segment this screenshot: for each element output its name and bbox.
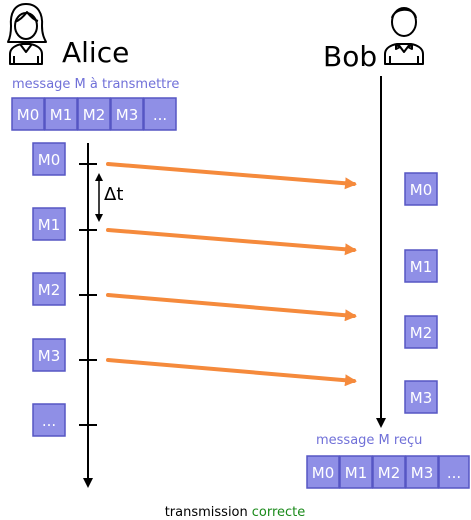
send-block-label: M1: [38, 216, 61, 234]
bob-icon: [384, 7, 424, 65]
received-block: [438, 455, 470, 489]
received-block-label: M3: [411, 464, 434, 482]
send-block-label: M2: [38, 281, 61, 299]
received-block: [372, 455, 406, 489]
received-block: [405, 455, 439, 489]
receiver-caption: message M reçu: [316, 433, 422, 448]
sender-ticks: [79, 163, 97, 426]
send-block: [32, 338, 66, 372]
receipt-block-label: M0: [410, 181, 433, 199]
receipt-block: [404, 249, 438, 283]
alice-icon: [7, 3, 47, 65]
sender-block-label: ...: [153, 106, 167, 124]
send-block: [32, 142, 66, 176]
transmission-arrows: [106, 162, 357, 387]
transmission-arrow: [106, 162, 357, 190]
send-block-label: M3: [38, 347, 61, 365]
send-block: [32, 207, 66, 241]
sender-name: Alice: [62, 36, 129, 69]
timeline-send-blocks: M0 M1 M2 M3 ...: [32, 142, 66, 437]
sender-block-label: M0: [17, 106, 40, 124]
sender-block: [110, 97, 144, 131]
sender-block: [77, 97, 111, 131]
received-block: [306, 455, 340, 489]
received-message-row: M0 M1 M2 M3 ...: [306, 455, 470, 489]
sender-block-label: M3: [116, 106, 139, 124]
receipt-block-label: M2: [410, 324, 433, 342]
receipt-block: [404, 380, 438, 414]
sender-block-label: M1: [50, 106, 73, 124]
transmission-arrow: [106, 293, 357, 322]
footer-status: correcte: [252, 505, 306, 520]
receipt-block-label: M3: [410, 389, 433, 407]
received-block-label: M0: [312, 464, 335, 482]
sender-block: [11, 97, 45, 131]
received-block-label: M2: [378, 464, 401, 482]
transmission-arrow: [106, 228, 357, 256]
receiver-name: Bob: [323, 40, 377, 73]
send-block: [32, 272, 66, 306]
interval-label: Δt: [104, 184, 123, 205]
timeline-receipt-blocks: M0 M1 M2 M3: [404, 172, 438, 414]
send-block: [32, 403, 66, 437]
transmission-arrow: [106, 358, 357, 387]
footer-caption: transmission correcte: [165, 505, 306, 520]
sender-caption: message M à transmettre: [12, 77, 179, 92]
receipt-block: [404, 315, 438, 349]
received-block: [339, 455, 373, 489]
footer-prefix: transmission: [165, 505, 248, 520]
sender-message-row: M0 M1 M2 M3 ...: [11, 97, 177, 131]
sender-block-label: M2: [83, 106, 106, 124]
receipt-block-label: M1: [410, 258, 433, 276]
sender-block: [143, 97, 177, 131]
received-block-label: ...: [447, 464, 461, 482]
interval-arrowhead-down: [95, 214, 103, 222]
sender-block: [44, 97, 78, 131]
interval-arrowhead-up: [95, 173, 103, 181]
receipt-block: [404, 172, 438, 206]
send-block-label: ...: [42, 412, 56, 430]
send-block-label: M0: [38, 151, 61, 169]
received-block-label: M1: [345, 464, 368, 482]
